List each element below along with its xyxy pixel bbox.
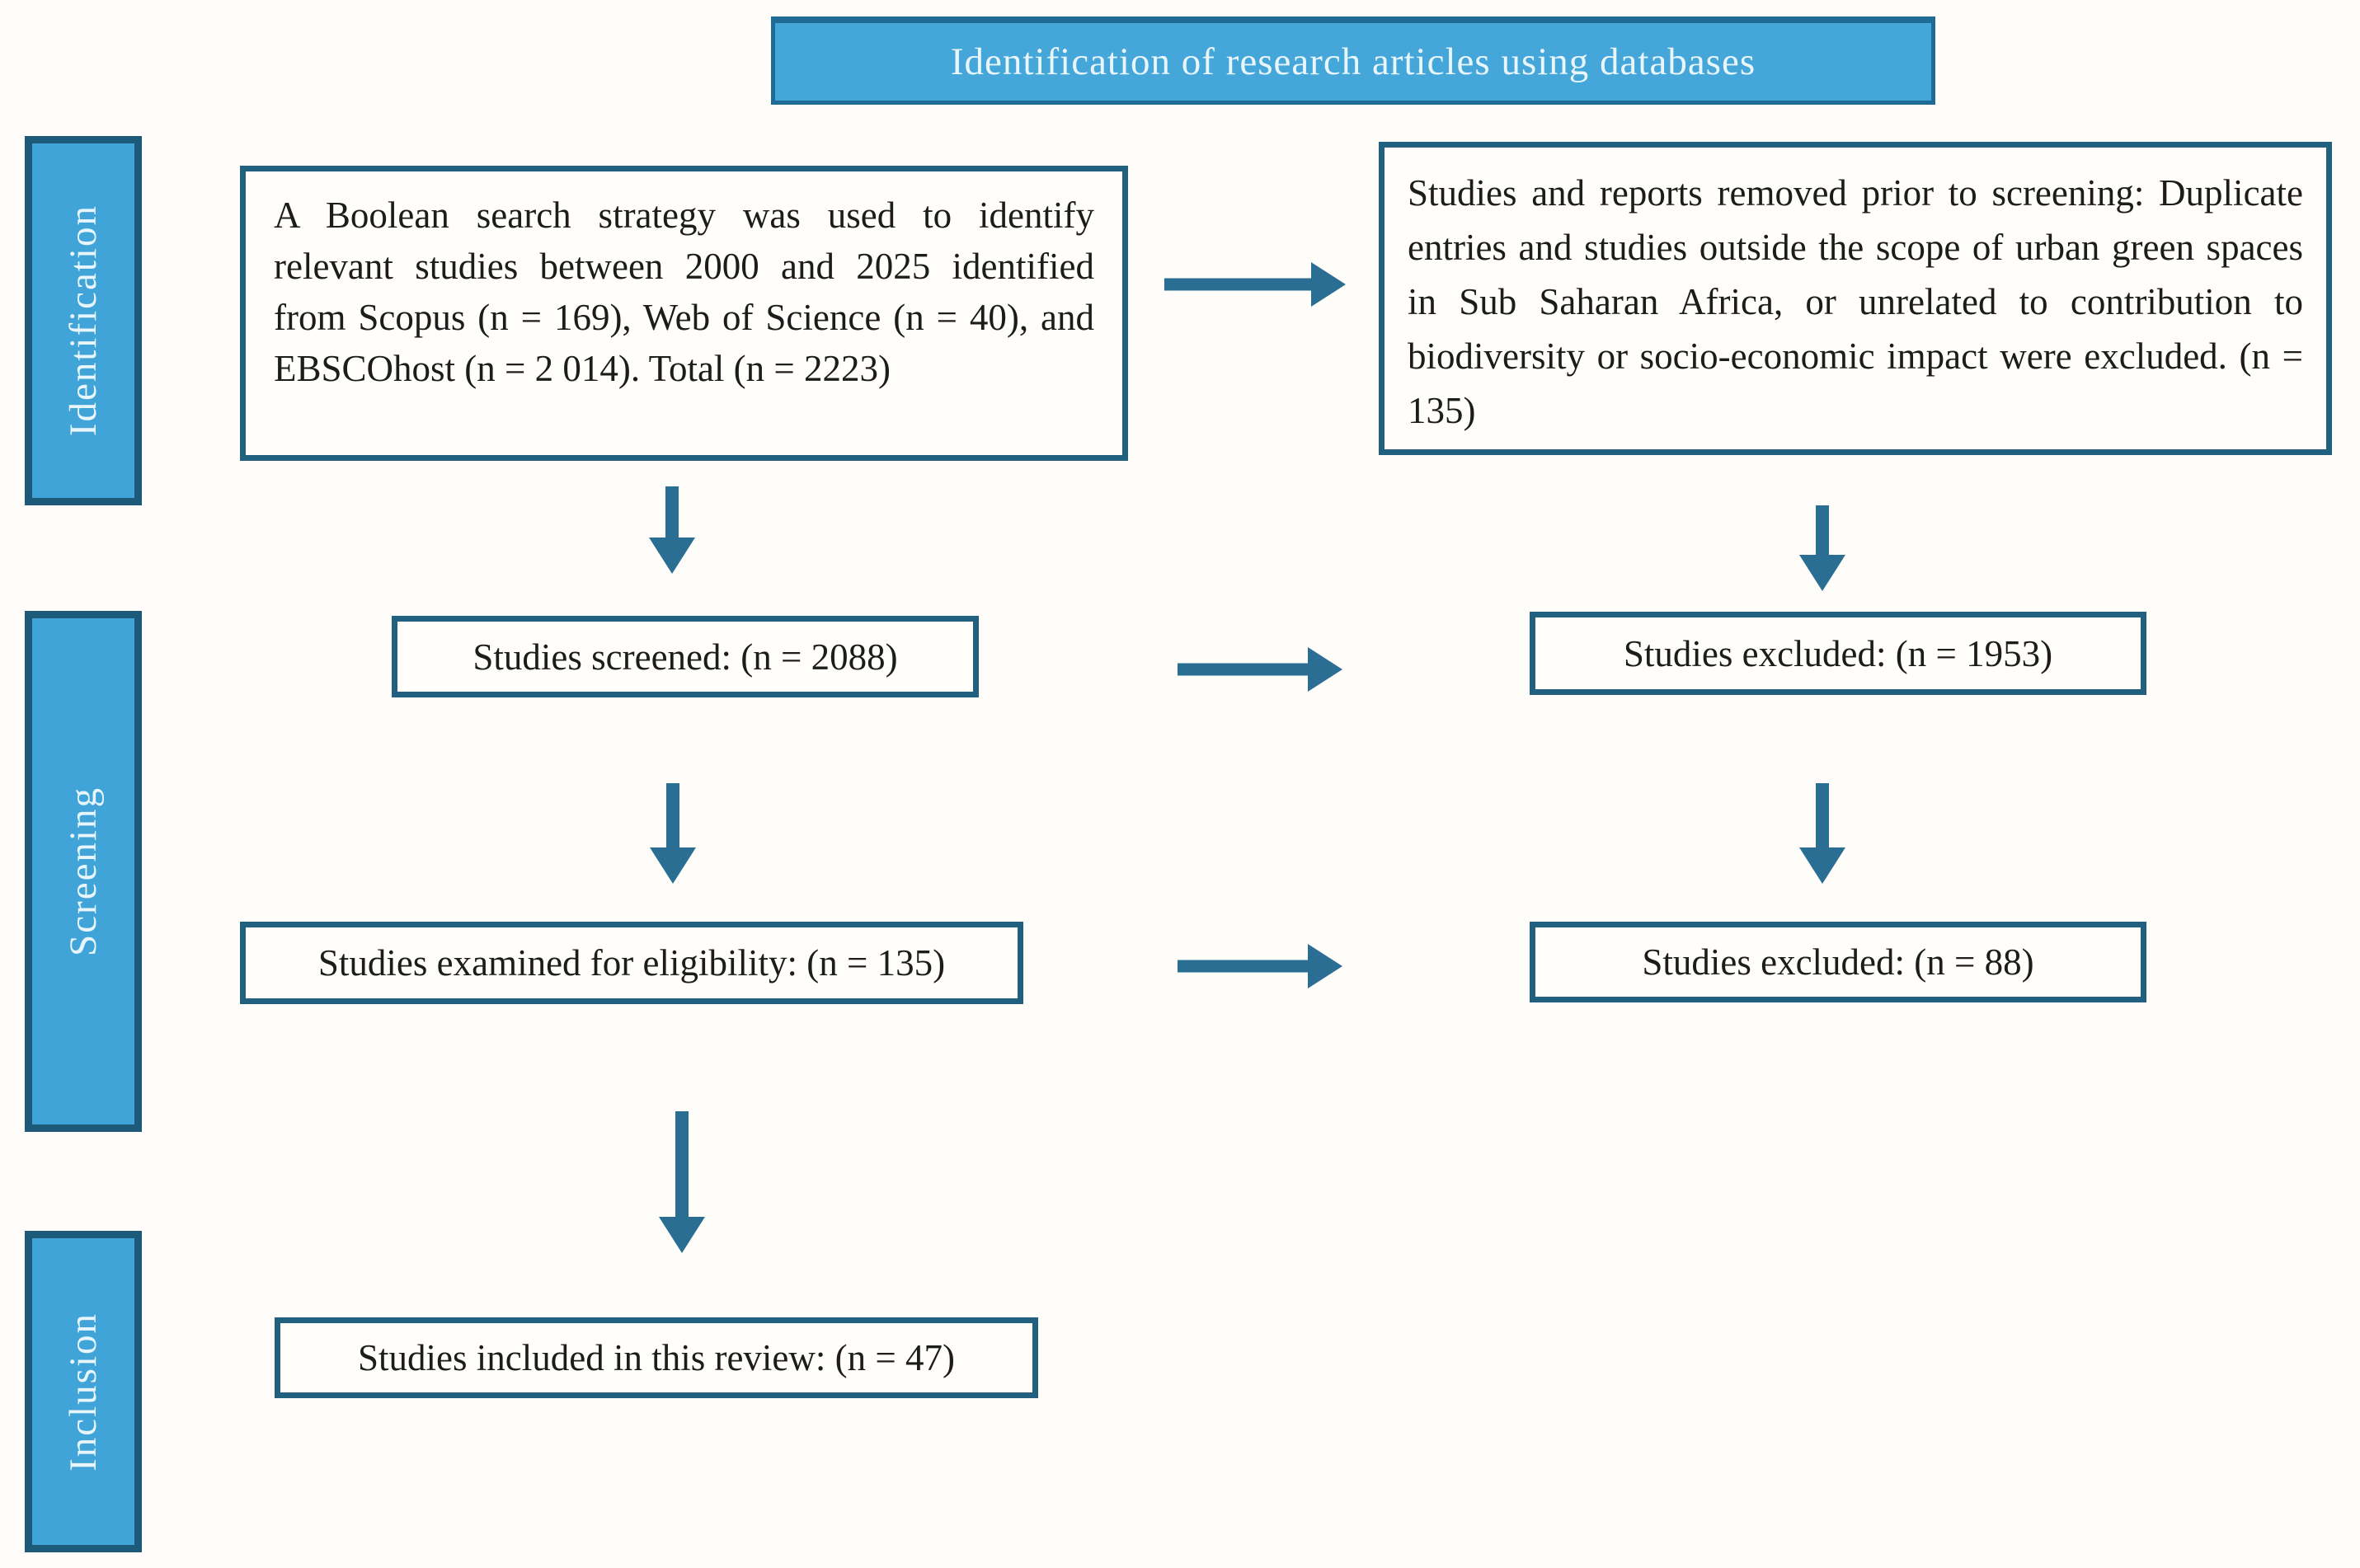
arrow-head bbox=[1311, 262, 1346, 307]
banner-title: Identification of research articles usin… bbox=[950, 40, 1756, 83]
stage-label-inclusion: Inclusion bbox=[25, 1231, 142, 1552]
arrow-head bbox=[1799, 847, 1845, 884]
arrow-shaft bbox=[1178, 960, 1311, 973]
flow-box-studies-excluded-screening: Studies excluded: (n = 1953) bbox=[1530, 612, 2146, 695]
stage-label-inclusion-text: Inclusion bbox=[62, 1312, 105, 1472]
arrow-shaft bbox=[666, 783, 679, 851]
stage-label-identification-text: Identification bbox=[62, 204, 105, 437]
flow-box-studies-screened: Studies screened: (n = 2088) bbox=[392, 616, 979, 697]
right-arrow-icon bbox=[1178, 941, 1342, 991]
arrow-shaft bbox=[1164, 278, 1314, 291]
down-arrow-icon bbox=[1798, 505, 1847, 591]
flow-box-studies-examined-eligibility: Studies examined for eligibility: (n = 1… bbox=[240, 922, 1023, 1004]
right-arrow-icon bbox=[1164, 260, 1346, 309]
down-arrow-icon bbox=[657, 1111, 707, 1253]
arrow-head bbox=[1308, 944, 1342, 988]
down-arrow-icon bbox=[1798, 783, 1847, 884]
arrow-shaft bbox=[675, 1111, 689, 1220]
stage-label-identification: Identification bbox=[25, 136, 142, 505]
flow-box-studies-excluded-eligibility: Studies excluded: (n = 88) bbox=[1530, 922, 2146, 1002]
arrow-head bbox=[1308, 647, 1342, 692]
banner: Identification of research articles usin… bbox=[771, 16, 1935, 105]
arrow-shaft bbox=[1178, 663, 1311, 676]
arrow-head bbox=[659, 1217, 705, 1253]
arrow-head bbox=[1799, 555, 1845, 591]
flow-box-database-search: A Boolean search strategy was used to id… bbox=[240, 166, 1128, 461]
arrow-head bbox=[649, 538, 695, 574]
flow-box-studies-included: Studies included in this review: (n = 47… bbox=[275, 1317, 1038, 1398]
down-arrow-icon bbox=[648, 783, 698, 884]
arrow-shaft bbox=[1816, 783, 1829, 851]
flow-box-removed-prior-screening: Studies and reports removed prior to scr… bbox=[1379, 142, 2332, 455]
down-arrow-icon bbox=[647, 486, 697, 574]
arrow-head bbox=[650, 847, 696, 884]
right-arrow-icon bbox=[1178, 645, 1342, 694]
stage-label-screening-text: Screening bbox=[62, 786, 105, 956]
arrow-shaft bbox=[1816, 505, 1829, 558]
arrow-shaft bbox=[665, 486, 679, 541]
stage-label-screening: Screening bbox=[25, 611, 142, 1132]
